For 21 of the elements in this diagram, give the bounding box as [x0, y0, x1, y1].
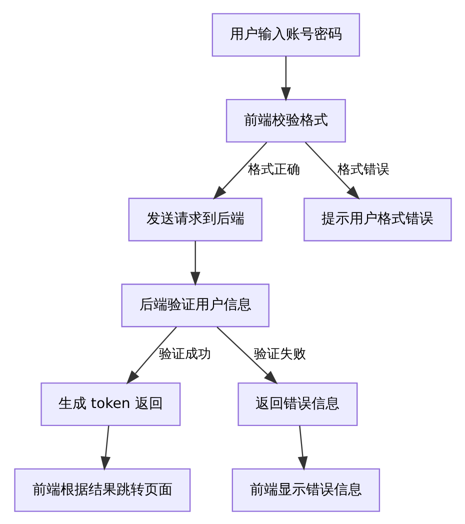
arrow [216, 326, 278, 384]
edge-label: 验证失败 [254, 346, 306, 362]
edge-label: 格式正确 [248, 162, 300, 177]
edge-label: 验证成功 [158, 346, 210, 362]
node-box: 返回错误信息 [237, 382, 358, 426]
arrow [126, 326, 176, 384]
edge-label: 格式错误 [337, 162, 390, 177]
node-box: 生成 token 返回 [40, 382, 180, 426]
node-box: 提示用户格式错误 [303, 197, 452, 241]
node-box: 前端根据结果跳转页面 [14, 468, 190, 512]
node-box: 前端显示错误信息 [231, 468, 380, 512]
node-box: 前端校验格式 [225, 98, 346, 142]
arrow [280, 56, 290, 101]
arrow [304, 141, 360, 200]
node-box: 发送请求到后端 [128, 197, 262, 241]
node-box: 用户输入账号密码 [211, 12, 360, 56]
arrow [212, 141, 267, 200]
arrow [190, 240, 200, 286]
node-box: 后端验证用户信息 [120, 283, 269, 327]
arrow [100, 425, 110, 470]
arrow [297, 425, 308, 470]
